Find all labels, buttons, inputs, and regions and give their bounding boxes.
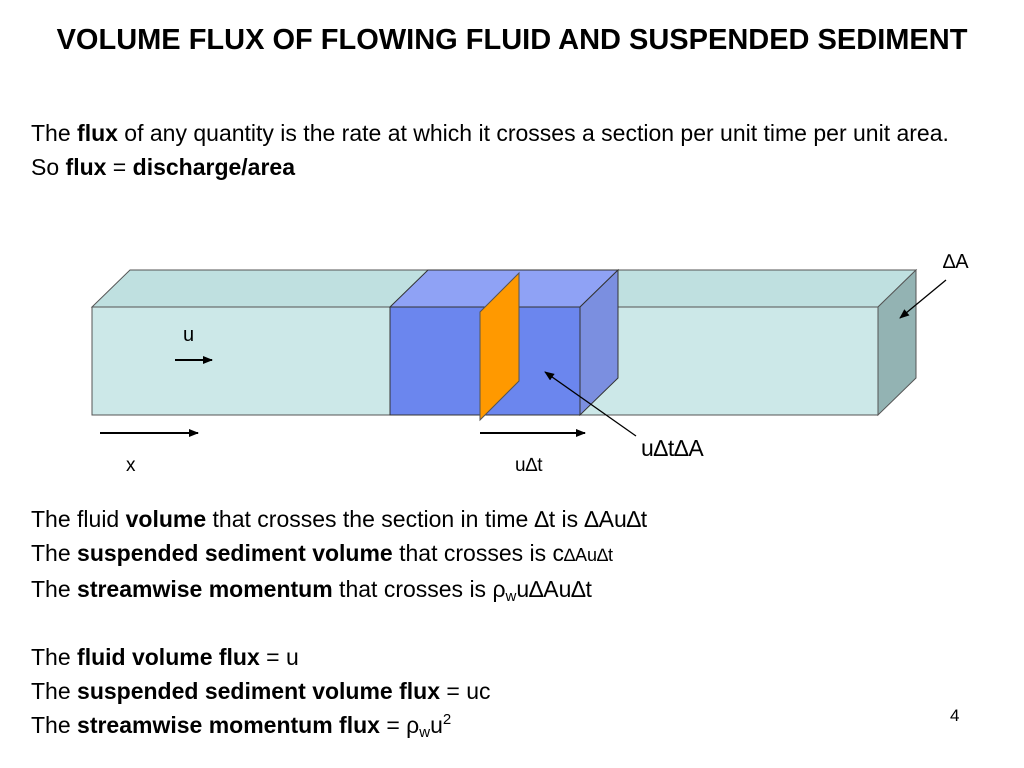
channel-end-face bbox=[877, 268, 917, 417]
volume-box-side-face bbox=[579, 268, 619, 417]
dA-label: ∆A bbox=[943, 251, 969, 273]
udtdA-pointer-arrow bbox=[544, 371, 637, 437]
flux-formula: So flux = discharge/area bbox=[31, 154, 296, 180]
flux-definition: The flux of any quantity is the rate at … bbox=[31, 120, 949, 146]
fluid-volume-line: The fluid volume that crosses the sectio… bbox=[31, 506, 648, 532]
cross-section-plane bbox=[479, 271, 520, 422]
u-label: u bbox=[183, 324, 194, 346]
page-number: 4 bbox=[950, 706, 960, 725]
momentum-line: The streamwise momentum that crosses is … bbox=[31, 576, 592, 605]
intro-text: The flux of any quantity is the rate at … bbox=[31, 116, 1001, 184]
udtdA-label: u∆t∆A bbox=[641, 435, 704, 461]
flux-explanations: The fluid volume that crosses the sectio… bbox=[31, 502, 981, 742]
momentum-flux-line: The streamwise momentum flux = ρwu2 bbox=[31, 711, 452, 741]
dA-pointer-arrow bbox=[899, 279, 947, 319]
x-label: x bbox=[126, 455, 136, 476]
fluid-volume-flux-line: The fluid volume flux = u bbox=[31, 644, 299, 670]
sediment-volume-line: The suspended sediment volume that cross… bbox=[31, 540, 614, 566]
udt-label: u∆t bbox=[515, 455, 543, 476]
sediment-volume-flux-line: The suspended sediment volume flux = uc bbox=[31, 678, 491, 704]
slide-title: VOLUME FLUX OF FLOWING FLUID AND SUSPEND… bbox=[56, 24, 968, 56]
